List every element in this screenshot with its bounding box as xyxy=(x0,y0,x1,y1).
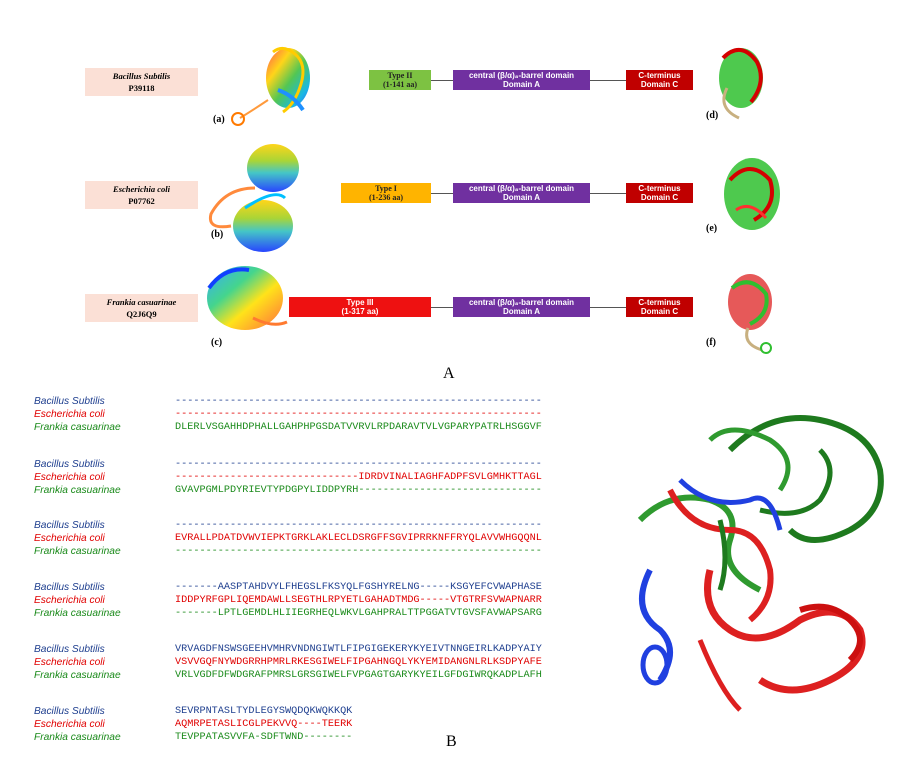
domain-c-line2: Domain C xyxy=(640,193,679,202)
structure-frankia xyxy=(207,266,288,330)
domain-a-line1: central (β/α)₈-barrel domain xyxy=(468,71,575,80)
sequence-line: VSVVGQFNYWDGRRHPMRLRKESGIWELFIPGAHNGQLYK… xyxy=(175,657,542,668)
panel-b-label: B xyxy=(446,733,457,750)
type-box-type1: Type I (1-236 aa) xyxy=(341,183,431,203)
sequence-line: ----------------------------------------… xyxy=(175,459,542,470)
sequence-species-name: Escherichia coli xyxy=(34,533,105,544)
type-label: Type II xyxy=(387,71,413,80)
sequence-species-name: Frankia casuarinae xyxy=(34,732,121,743)
domain-a-line2: Domain A xyxy=(502,80,541,89)
sequence-species-name: Frankia casuarinae xyxy=(34,608,121,619)
sequence-line: TEVPPATASVVFA-SDFTWND-------- xyxy=(175,732,353,743)
overlay-label: (e) xyxy=(706,223,718,234)
sequence-species-name: Escherichia coli xyxy=(34,657,105,668)
accession: Q2J6Q9 xyxy=(126,309,157,319)
overlay-label: (d) xyxy=(706,110,719,121)
sequence-line: VRVAGDFNSWSGEEHVMHRVNDNGIWTLFIPGIGEKERYK… xyxy=(175,644,542,655)
overlay-structure-ecoli xyxy=(724,158,780,230)
sequence-species-name: Bacillus Subtilis xyxy=(34,459,105,470)
structure-bacillus xyxy=(231,47,310,126)
domain-c-line2: Domain C xyxy=(640,307,679,316)
sequence-species-name: Bacillus Subtilis xyxy=(34,706,105,717)
accession: P39118 xyxy=(128,83,155,93)
sequence-species-name: Frankia casuarinae xyxy=(34,546,121,557)
sequence-line: ----------------------------------------… xyxy=(175,546,542,557)
domain-a-line1: central (β/α)₈-barrel domain xyxy=(468,184,575,193)
type-label: Type III xyxy=(346,298,374,307)
species-box-frankia: Frankia casuarinae Q2J6Q9 xyxy=(85,294,198,322)
superimposed-structure xyxy=(637,415,884,712)
structure-label: (a) xyxy=(213,114,225,125)
overlay-structure-bacillus xyxy=(719,48,763,120)
sequence-line: IDDPYRFGPLIQEMDAWLLSEGTHLRPYETLGAHADTMDG… xyxy=(175,595,542,606)
connector-line xyxy=(431,307,453,308)
sequence-species-name: Escherichia coli xyxy=(34,719,105,730)
overlay-label: (f) xyxy=(706,337,716,348)
type-range: (1-236 aa) xyxy=(369,193,403,202)
sequence-line: ----------------------------------------… xyxy=(175,520,542,531)
type-range: (1-317 aa) xyxy=(341,307,379,316)
connector-line xyxy=(431,193,453,194)
domain-a-line2: Domain A xyxy=(502,307,541,316)
domain-c-box: C-terminus Domain C xyxy=(626,70,693,90)
sequence-line: ----------------------------------------… xyxy=(175,409,542,420)
sequence-line: SEVRPNTASLTYDLEGYSWQDQKWQKKQK xyxy=(175,706,353,717)
structure-ecoli xyxy=(208,144,299,252)
species-name: Bacillus Subtilis xyxy=(112,71,171,81)
sequence-species-name: Escherichia coli xyxy=(34,472,105,483)
domain-c-box: C-terminus Domain C xyxy=(626,183,693,203)
sequence-line: EVRALLPDATDVWVIEPKTGRKLAKLECLDSRGFFSGVIP… xyxy=(175,533,542,544)
connector-line xyxy=(590,307,626,308)
connector-line xyxy=(590,80,626,81)
connector-line xyxy=(590,193,626,194)
domain-a-box: central (β/α)₈-barrel domain Domain A xyxy=(453,297,590,317)
type-box-type2: Type II (1-141 aa) xyxy=(369,70,431,90)
sequence-line: ------------------------------IDRDVINALI… xyxy=(175,472,542,483)
type-range: (1-141 aa) xyxy=(383,80,417,89)
domain-a-line2: Domain A xyxy=(502,193,541,202)
sequence-species-name: Bacillus Subtilis xyxy=(34,644,105,655)
sequence-species-name: Bacillus Subtilis xyxy=(34,396,105,407)
domain-c-line2: Domain C xyxy=(640,80,679,89)
structure-label: (c) xyxy=(211,337,223,348)
type-label: Type I xyxy=(375,184,397,193)
sequence-line: -------AASPTAHDVYLFHEGSLFKSYQLFGSHYRELNG… xyxy=(175,582,542,593)
connector-line xyxy=(431,80,453,81)
species-box-ecoli: Escherichia coli P07762 xyxy=(85,181,198,209)
sequence-species-name: Bacillus Subtilis xyxy=(34,520,105,531)
sequence-species-name: Bacillus Subtilis xyxy=(34,582,105,593)
overlay-structure-frankia xyxy=(728,274,772,354)
sequence-line: -------LPTLGEMDLHLIIEGRHEQLWKVLGAHPRALTT… xyxy=(175,608,542,619)
species-name: Escherichia coli xyxy=(113,184,170,194)
type-box-type3: Type III (1-317 aa) xyxy=(289,297,431,317)
domain-a-box: central (β/α)₈-barrel domain Domain A xyxy=(453,183,590,203)
structure-label: (b) xyxy=(211,229,224,240)
sequence-species-name: Frankia casuarinae xyxy=(34,485,121,496)
domain-a-box: central (β/α)₈-barrel domain Domain A xyxy=(453,70,590,90)
sequence-line: VRLVGDFDFWDGRAFPMRSLGRSGIWELFVPGAGTGARYK… xyxy=(175,670,542,681)
domain-c-line1: C-terminus xyxy=(638,71,681,80)
sequence-line: GVAVPGMLPDYRIEVTYPDGPYLIDDPYRH----------… xyxy=(175,485,542,496)
sequence-line: AQMRPETASLICGLPEKVVQ----TEERK xyxy=(175,719,353,730)
sequence-species-name: Frankia casuarinae xyxy=(34,422,121,433)
sequence-line: ----------------------------------------… xyxy=(175,396,542,407)
species-name: Frankia casuarinae xyxy=(106,297,177,307)
domain-a-line1: central (β/α)₈-barrel domain xyxy=(468,298,575,307)
sequence-line: DLERLVSGAHHDPHALLGAHPHPGSDATVVRVLRPDARAV… xyxy=(175,422,542,433)
sequence-species-name: Frankia casuarinae xyxy=(34,670,121,681)
domain-c-box: C-terminus Domain C xyxy=(626,297,693,317)
species-box-bacillus: Bacillus Subtilis P39118 xyxy=(85,68,198,96)
panel-a-label: A xyxy=(443,365,455,382)
domain-c-line1: C-terminus xyxy=(638,298,681,307)
domain-c-line1: C-terminus xyxy=(638,184,681,193)
sequence-species-name: Escherichia coli xyxy=(34,409,105,420)
sequence-species-name: Escherichia coli xyxy=(34,595,105,606)
accession: P07762 xyxy=(128,196,155,206)
